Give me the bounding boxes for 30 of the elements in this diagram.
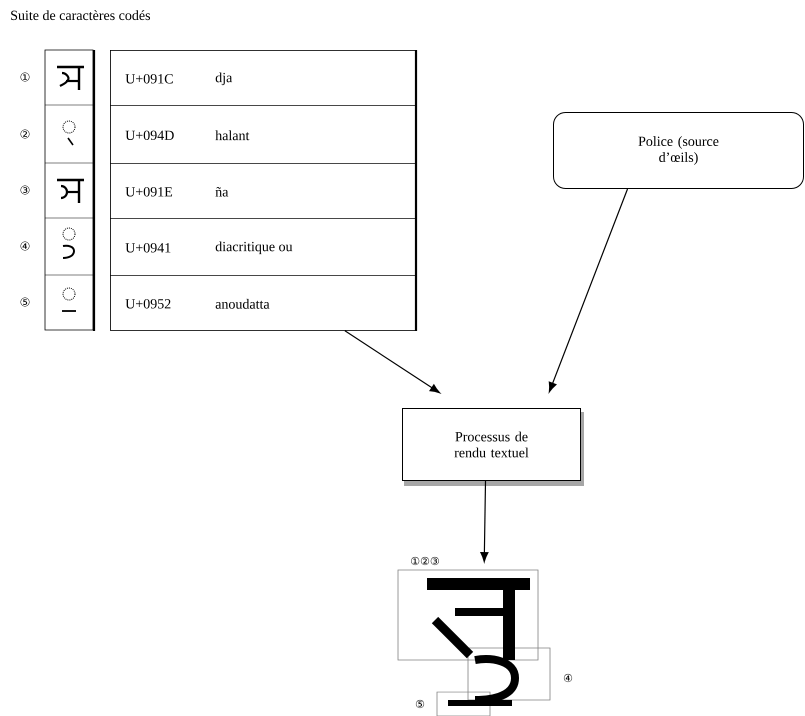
callout-number: ④ (20, 242, 30, 250)
callout-number: ⑤ (20, 298, 30, 306)
callout-number: ③ (20, 186, 30, 194)
table-row (110, 50, 416, 106)
table-row (110, 163, 416, 219)
character-name: halant (215, 130, 250, 140)
arrow (480, 481, 488, 562)
callout-number: ① (20, 72, 30, 82)
arrow (344, 330, 440, 394)
code-point: U+091C (126, 74, 173, 84)
callout-number: ④ (564, 674, 572, 682)
character-name: dja (216, 72, 232, 86)
character-name: ña (216, 187, 228, 197)
arrow (548, 188, 628, 392)
title: Suite de caractères codés (11, 10, 150, 20)
font-box: Police (source d’œils) (553, 112, 804, 189)
character-name: anoudatta (216, 298, 270, 309)
callout-number: ② (20, 130, 30, 138)
callout-number: ⑤ (416, 700, 424, 708)
code-table (110, 50, 418, 331)
code-point: U+094D (126, 130, 174, 140)
table-row (110, 105, 416, 164)
table-row (110, 218, 416, 276)
callout-number: ①②③ (411, 556, 439, 566)
character-name: diacritique ou (216, 241, 292, 254)
code-point: U+091E (126, 187, 172, 197)
code-point: U+0941 (126, 243, 170, 253)
code-point: U+0952 (126, 299, 170, 309)
table-row (110, 275, 416, 331)
process-box: Processus de rendu textuel (402, 408, 584, 486)
